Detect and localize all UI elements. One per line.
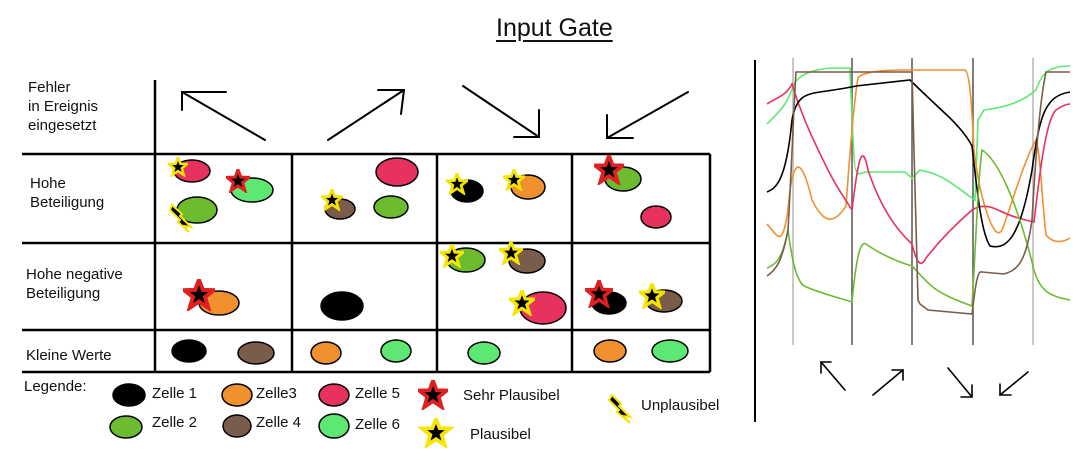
cell-6-ellipse [467,341,501,365]
lightning-icon [168,203,194,233]
legend-red-star-icon [418,380,448,409]
cell-5-ellipse [375,157,419,187]
legend-label-unplausibel: Unplausibel [641,397,720,414]
arrow-down-right-icon [462,85,540,138]
cell-4-ellipse [237,341,275,365]
trace-zelle-6 [766,65,1071,202]
legend-label-zelle-5: Zelle 5 [355,385,401,402]
legend-label-zelle-6: Zelle 6 [355,416,401,433]
cell-3-ellipse [593,339,627,363]
legend-label-zelle-3: Zelle3 [256,385,297,402]
legend-heading: Legende: [24,378,87,395]
legend-yellow-star-icon [422,419,450,445]
legend-label-sehr-plausibel: Sehr Plausibel [463,387,560,404]
legend-swatch-zelle-1 [112,383,146,407]
cell-6-ellipse [651,339,689,363]
legend-lightning-icon [607,393,633,424]
row-label-kleine-werte: Kleine Werte [26,347,112,364]
page-title: Input Gate [496,14,613,42]
legend-label-zelle-2: Zelle 2 [152,414,198,431]
cell-2-ellipse [373,195,409,219]
trace-zelle-5 [766,81,1071,264]
legend-swatch-zelle-2 [109,415,143,439]
legend-swatch-zelle-3 [221,383,253,407]
cell-6-ellipse [380,339,412,363]
legend-label-zelle-1: Zelle 1 [152,385,198,402]
trace-zelle-4 [766,71,1070,315]
legend-swatch-zelle-6 [318,413,350,439]
grid-table [22,80,712,374]
arrow-up-right-icon [872,369,904,396]
legend-swatch-zelle-5 [318,383,350,407]
legend-label-plausibel: Plausibel [470,426,531,443]
row-label-hohe-negative-beteiligung: Hohe negative Beteiligung [26,266,123,302]
legend-swatch-zelle-4 [222,414,252,438]
cell-1-ellipse [320,291,364,321]
row-label-hohe-beteiligung: Hohe Beteiligung [30,175,105,211]
cell-3-ellipse [310,341,342,365]
cell-1-ellipse [171,339,207,363]
arrow-up-left-icon [820,361,846,391]
trace-zelle-3 [766,69,1071,243]
arrow-up-left-icon [181,91,266,141]
legend-label-zelle-4: Zelle 4 [256,414,302,431]
cell-5-ellipse [640,205,672,229]
activation-plot [754,58,1071,422]
arrow-down-left-icon [999,371,1029,396]
trace-zelle-1 [766,79,1071,248]
arrow-down-left-icon [606,91,689,139]
arrow-down-right-icon [947,367,973,398]
trace-zelle-2 [766,148,1071,308]
arrow-up-right-icon [327,89,406,141]
row-header-label: Fehler in Ereignis eingesetzt [28,79,99,134]
